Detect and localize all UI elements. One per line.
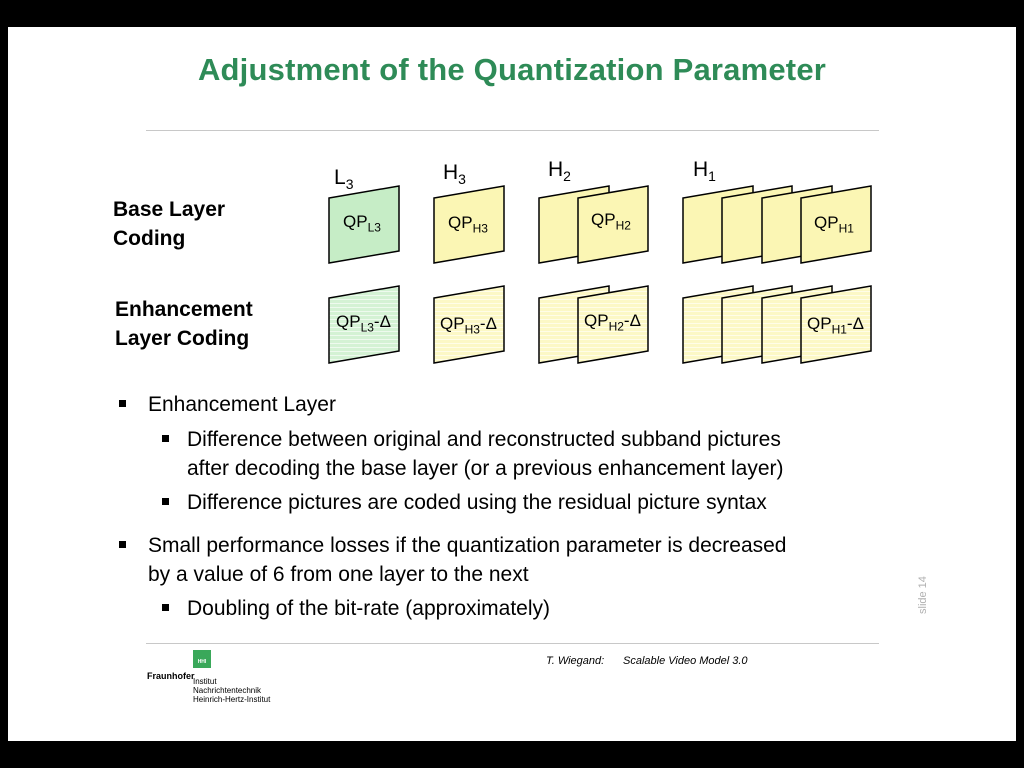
sub-bullet-difference-line2: after decoding the base layer (or a prev… (187, 457, 784, 480)
enh-frame-h3 (433, 285, 505, 364)
sub-bullet-difference-line1: Difference between original and reconstr… (187, 428, 781, 451)
logo-line1: Institut (193, 677, 217, 686)
group-label-h3: H3 (443, 161, 466, 188)
qp-base-l3: QPL3 (343, 212, 381, 235)
slide-number: slide 14 (917, 576, 929, 614)
base-frame-h3 (433, 185, 505, 264)
qp-base-h2: QPH2 (591, 210, 631, 233)
base-frame-h1 (800, 185, 872, 264)
group-label-l3: L3 (334, 166, 354, 193)
footer-author: T. Wiegand: (546, 655, 605, 667)
bullet-enhancement-layer: Enhancement Layer (148, 393, 336, 416)
bullet-performance-losses-line2: by a value of 6 from one layer to the ne… (148, 563, 529, 586)
qp-enh-h3: QPH3-Δ (440, 314, 497, 337)
enh-frame-h2 (577, 285, 649, 364)
qp-base-h3: QPH3 (448, 213, 488, 236)
enh-frame-h1 (800, 285, 872, 364)
bullet-marker (119, 541, 126, 548)
base-layer-label-line2: Coding (113, 227, 186, 250)
base-layer-label: Base Layer Coding (113, 195, 225, 253)
title-rule (146, 130, 879, 131)
group-label-h1: H1 (693, 158, 716, 185)
hhi-badge-icon: HHI (193, 650, 211, 668)
sub-bullet-marker (162, 435, 169, 442)
base-layer-label-line1: Base Layer (113, 198, 226, 221)
slide (8, 27, 1016, 741)
footer-rule (146, 643, 879, 644)
logo-brand: Fraunhofer (147, 671, 195, 681)
bullet-performance-losses-line1: Small performance losses if the quantiza… (148, 534, 787, 557)
enhancement-layer-label-line2: Layer Coding (115, 327, 250, 350)
base-frame-l3 (328, 185, 400, 264)
base-frame-h2 (577, 185, 649, 264)
sub-bullet-marker (162, 604, 169, 611)
group-label-h2: H2 (548, 158, 571, 185)
enh-frame-l3 (328, 285, 400, 364)
sub-bullet-marker (162, 498, 169, 505)
qp-enh-h2: QPH2-Δ (584, 311, 641, 334)
sub-bullet-residual-syntax: Difference pictures are coded using the … (187, 491, 767, 514)
logo-institute-text: Institut Nachrichtentechnik Heinrich-Her… (193, 677, 270, 704)
bullet-marker (119, 400, 126, 407)
enhancement-layer-label-line1: Enhancement (115, 298, 253, 321)
logo-line2: Nachrichtentechnik (193, 686, 262, 695)
qp-enh-l3: QPL3-Δ (336, 312, 391, 335)
enhancement-layer-label: Enhancement Layer Coding (115, 295, 253, 353)
logo-line3: Heinrich-Hertz-Institut (193, 695, 271, 704)
slide-title: Adjustment of the Quantization Parameter (197, 52, 827, 87)
footer-talk-title: Scalable Video Model 3.0 (623, 655, 748, 667)
qp-base-h1: QPH1 (814, 213, 854, 236)
qp-enh-h1: QPH1-Δ (807, 314, 864, 337)
sub-bullet-doubling-bitrate: Doubling of the bit-rate (approximately) (187, 597, 551, 620)
